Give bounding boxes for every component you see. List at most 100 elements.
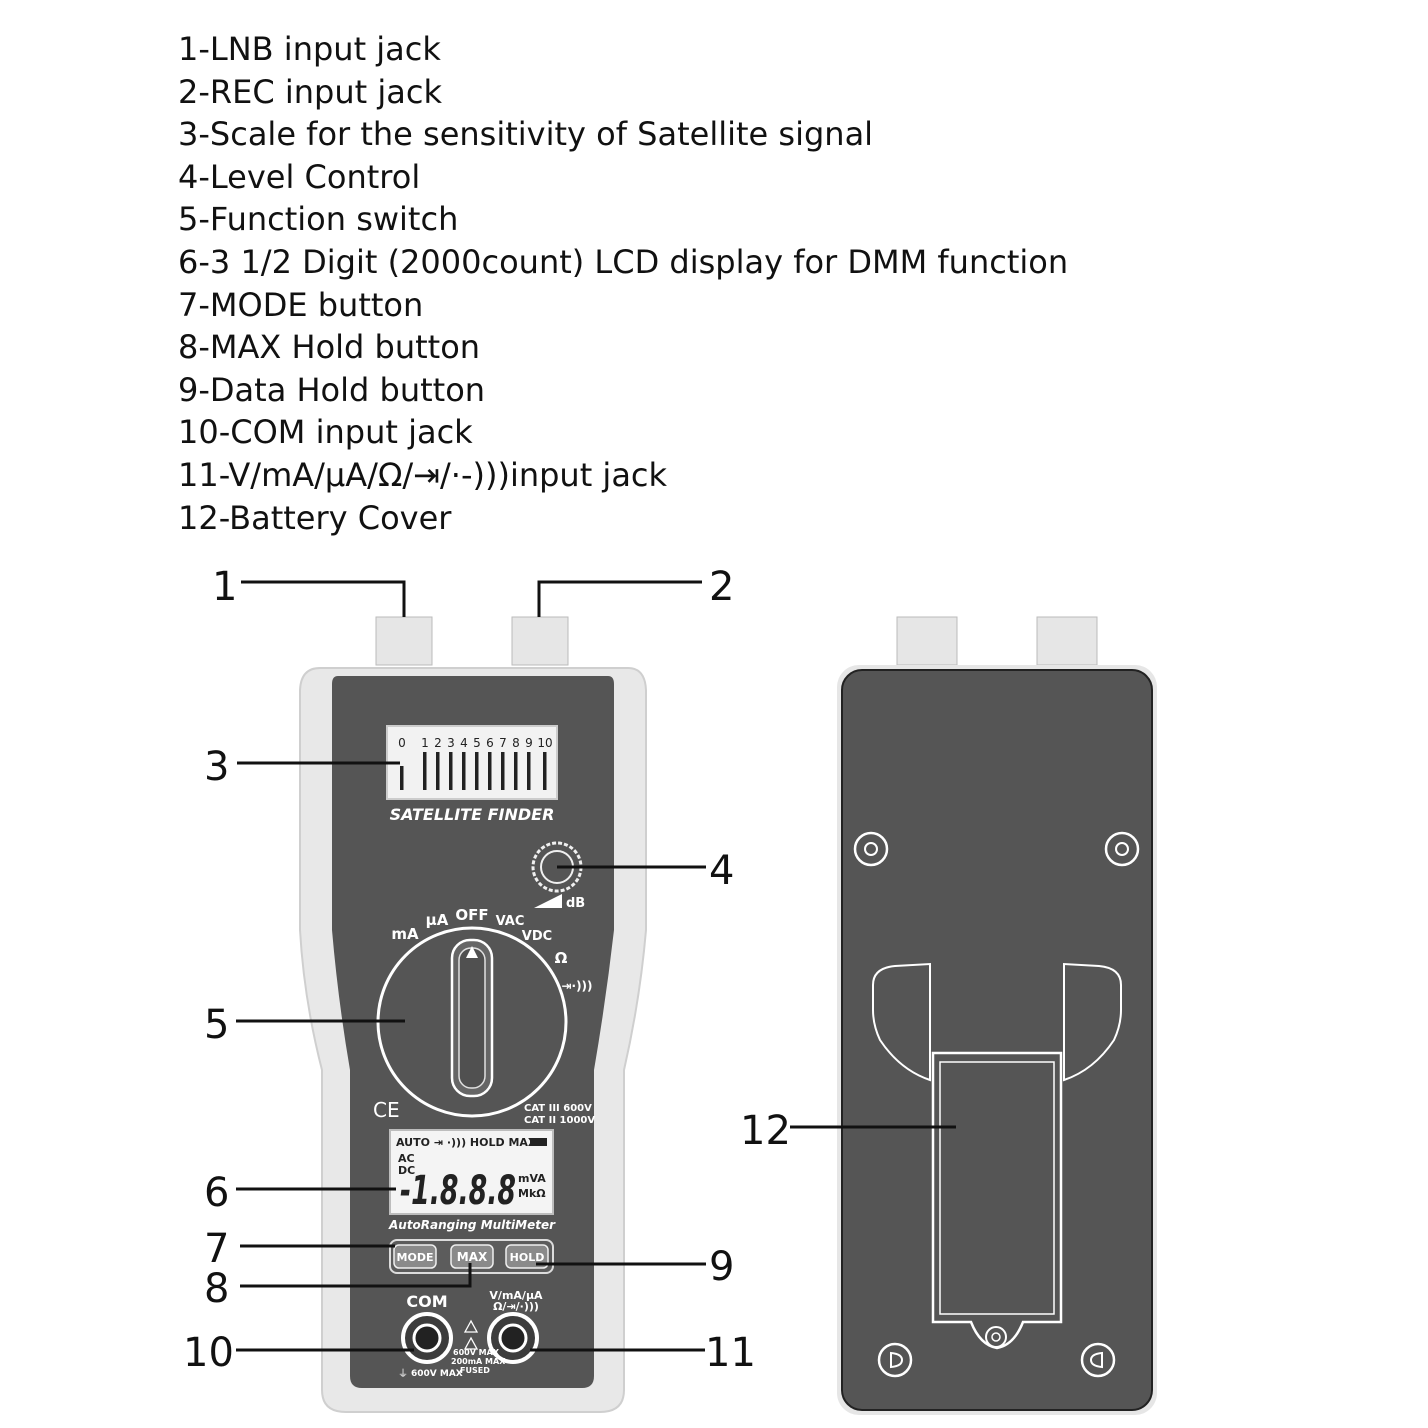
scale-tick-7: 7 xyxy=(499,736,507,750)
max-button-label: MAX xyxy=(457,1250,488,1264)
back-panel xyxy=(841,669,1153,1411)
legend-item-12: 12-Battery Cover xyxy=(178,498,452,537)
warning-triangle-icon xyxy=(463,1319,479,1333)
lcd-units-top: mVA xyxy=(518,1172,546,1185)
lcd-display xyxy=(389,1129,554,1215)
legend-item-4: 4-Level Control xyxy=(178,157,421,196)
legend-item-6: 6-3 1/2 Digit (2000count) LCD display fo… xyxy=(178,242,1069,281)
rec-jack xyxy=(511,616,569,666)
switch-pos-ua: µA xyxy=(426,911,449,929)
legend-item-1: 1-LNB input jack xyxy=(178,30,441,68)
callout-9: 9 xyxy=(709,1244,734,1290)
callout-4: 4 xyxy=(709,848,734,894)
switch-pos-ma: mA xyxy=(391,925,419,943)
scale-tick-10: 10 xyxy=(537,736,552,750)
battery-cover[interactable] xyxy=(931,1051,1063,1350)
callout-6: 6 xyxy=(204,1170,229,1216)
back-lnb-jack xyxy=(896,616,958,666)
callout-7: 7 xyxy=(204,1226,229,1272)
scale-tick-6: 6 xyxy=(486,736,494,750)
battery-cover-recess xyxy=(939,1061,1055,1315)
scale-tick-4: 4 xyxy=(460,736,468,750)
com-label: COM xyxy=(406,1292,447,1311)
legend-item-7: 7-MODE button xyxy=(178,285,424,324)
switch-pos-diode: ⇥·))) xyxy=(561,979,592,993)
callout-8: 8 xyxy=(204,1266,229,1312)
v-jack-label-2: Ω/⇥/·))) xyxy=(493,1300,539,1313)
left-grip xyxy=(872,962,931,1082)
lcd-top-row: AUTO ⇥ ·))) HOLD MAX xyxy=(396,1136,537,1149)
mode-button[interactable]: MODE xyxy=(393,1244,437,1269)
screw-icon xyxy=(853,831,889,867)
scale-tick-5: 5 xyxy=(473,736,481,750)
com-rating: 600V MAX xyxy=(411,1369,463,1379)
mode-button-label: MODE xyxy=(397,1251,434,1264)
legend-item-2: 2-REC input jack xyxy=(178,72,442,111)
level-ramp-icon xyxy=(534,894,562,908)
hold-button[interactable]: HOLD xyxy=(505,1244,549,1269)
callout-10: 10 xyxy=(183,1330,234,1376)
front-view: 0 1 2 3 4 5 6 7 8 9 10 SATELLITE FINDER xyxy=(299,616,647,1413)
switch-pos-vdc: VDC xyxy=(522,929,552,944)
scale-tick-9: 9 xyxy=(525,736,533,750)
scale-tick-3: 3 xyxy=(447,736,455,750)
legend-item-8: 8-MAX Hold button xyxy=(178,328,481,367)
lcd-ac: AC xyxy=(398,1152,415,1165)
legend-item-9: 9-Data Hold button xyxy=(178,370,486,409)
callout-5: 5 xyxy=(204,1002,229,1048)
callout-3: 3 xyxy=(204,744,229,790)
ce-mark: CE xyxy=(373,1098,400,1122)
legend-item-11: 11-V/mA/µA/Ω/⇥/·‑)))input jack xyxy=(178,455,668,494)
legend-list: 1-LNB input jack 2-REC input jack 3-Scal… xyxy=(178,28,1068,539)
battery-icon xyxy=(530,1138,547,1146)
pointer-arrow-icon xyxy=(466,946,478,958)
leader-line-8 xyxy=(240,1263,472,1288)
cat-rating-1: CAT III 600V xyxy=(524,1103,592,1114)
leader-line-2 xyxy=(537,580,702,617)
leader-line-1 xyxy=(241,580,406,617)
function-switch[interactable] xyxy=(376,926,568,1118)
foot-icon xyxy=(1080,1342,1116,1378)
v-ma-ua-ohm-jack[interactable] xyxy=(487,1312,539,1364)
callout-numbers: 1 2 3 4 5 6 7 8 9 10 11 12 xyxy=(183,564,791,1376)
model-label: AutoRanging MultiMeter xyxy=(388,1218,556,1232)
cover-screw-icon xyxy=(985,1326,1007,1348)
v-jack-rating-1: 600V MAX xyxy=(453,1348,500,1357)
max-button[interactable]: MAX xyxy=(450,1244,494,1269)
callout-11: 11 xyxy=(705,1330,756,1376)
back-view xyxy=(837,616,1157,1415)
screw-icon xyxy=(1104,831,1140,867)
v-jack-label-1: V/mA/µA xyxy=(489,1289,543,1302)
scale-tick-8: 8 xyxy=(512,736,520,750)
callouts xyxy=(236,580,956,1352)
right-grip xyxy=(1063,962,1122,1082)
lcd-units-bottom: MkΩ xyxy=(518,1187,546,1200)
callout-12: 12 xyxy=(740,1108,791,1154)
legend-item-10: 10-COM input jack xyxy=(178,413,473,452)
db-label: dB xyxy=(566,896,585,911)
scale-title: SATELLITE FINDER xyxy=(390,805,555,824)
back-rec-jack xyxy=(1036,616,1098,666)
scale-tick-2: 2 xyxy=(434,736,442,750)
callout-2: 2 xyxy=(709,564,734,610)
lcd-digits: -1.8.8.8 xyxy=(400,1168,516,1214)
hold-button-label: HOLD xyxy=(510,1251,545,1264)
switch-pos-off: OFF xyxy=(455,906,488,924)
legend-item-5: 5-Function switch xyxy=(178,200,459,239)
ground-icon: ⏚ xyxy=(398,1368,408,1380)
com-jack[interactable] xyxy=(401,1312,453,1364)
scale-tick-1: 1 xyxy=(421,736,429,750)
legend-item-3: 3-Scale for the sensitivity of Satellite… xyxy=(178,115,874,154)
scale-tick-0: 0 xyxy=(398,736,406,750)
callout-1: 1 xyxy=(212,564,237,610)
foot-icon xyxy=(877,1342,913,1378)
lcd-dc: DC xyxy=(398,1164,415,1177)
v-jack-rating-2: 200mA MAX xyxy=(451,1357,506,1366)
warning-triangle-icon xyxy=(463,1336,479,1350)
v-jack-rating-3: FUSED xyxy=(460,1366,490,1375)
switch-pos-ohm: Ω xyxy=(555,949,568,967)
lnb-jack xyxy=(375,616,433,666)
cat-rating-2: CAT II 1000V xyxy=(524,1115,595,1126)
switch-pos-vac: VAC xyxy=(496,914,525,929)
